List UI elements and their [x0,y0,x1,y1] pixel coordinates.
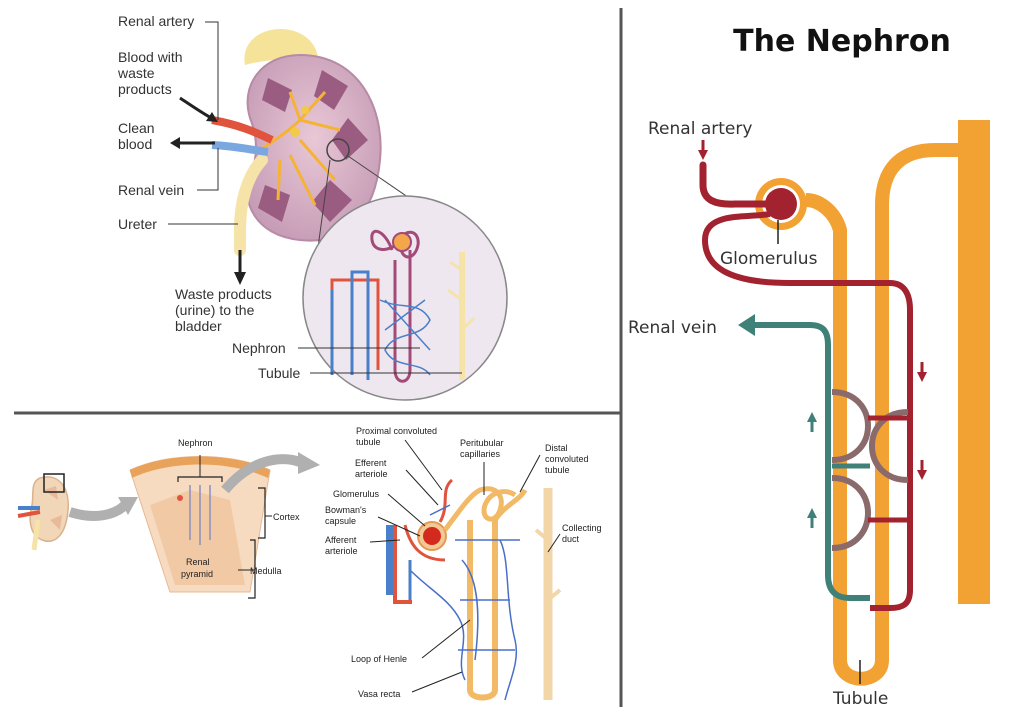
zoom-arrowhead-2 [298,452,320,474]
label-glomerulus-r: Glomerulus [720,249,818,269]
mini-glomerulus [177,495,183,501]
loop-of-henle [470,520,495,698]
label-efferent-1: Efferent [355,458,387,468]
label-glomerulus-bl: Glomerulus [333,489,380,499]
label-distal-2: convoluted [545,454,589,464]
label-collecting-2: duct [562,534,580,544]
calyx [301,106,309,114]
label-efferent-2: arteriole [355,469,388,479]
panel-nephron-schematic: The Nephron [628,24,990,707]
label-afferent-2: arteriole [325,546,358,556]
label-renal-vein-r: Renal vein [628,318,717,338]
leader-bowmans [378,517,420,536]
label-peritubular-2: capillaries [460,449,501,459]
leader-efferent [406,470,438,505]
leader-vasa [412,672,462,692]
label-pyramid: pyramid [181,569,213,579]
label-cortex: Cortex [273,512,300,522]
label-ureter: Ureter [118,216,157,232]
nephron-title: The Nephron [733,24,951,59]
label-bladder: bladder [175,318,222,334]
leader-proximal [405,440,442,490]
label-tubule-r: Tubule [832,689,888,707]
label-collecting-1: Collecting [562,523,602,533]
label-clean: Clean [118,120,155,136]
flow-down-arrowhead [917,470,927,480]
label-renal-vein: Renal vein [118,182,184,198]
label-waste: waste [117,65,155,81]
leader-distal [520,455,540,492]
label-vasa-recta: Vasa recta [358,689,400,699]
blood-out-arrowhead [170,137,180,149]
flow-up-arrowhead [807,508,817,518]
leader-renal-vein [197,148,218,190]
label-proximal-1: Proximal convoluted [356,426,437,436]
nephron-detail [390,480,560,700]
label-distal-3: tubule [545,465,570,475]
efferent-arteriole [440,480,452,522]
label-medulla: Medulla [250,566,282,576]
nephron-zoom-circle [303,196,507,400]
calyx [290,127,300,137]
renal-vein-arrowhead-r [738,314,755,336]
flow-up-arrowhead [807,412,817,422]
flow-down-arrowhead [917,372,927,382]
glomerulus-detail [423,527,441,545]
label-blood: blood [118,136,152,152]
label-urine: (urine) to the [175,302,255,318]
leader-renal-artery [205,22,218,120]
label-blood-with: Blood with [118,49,183,65]
label-bowmans-1: Bowman's [325,505,367,515]
label-renal-artery: Renal artery [118,13,194,29]
panel-kidney-overview: Renal artery Blood with waste products C… [117,13,507,400]
collecting-duct-bar [958,120,990,604]
leader-glomerulus [388,494,425,526]
label-afferent-1: Afferent [325,535,357,545]
zoom-arrow [70,505,125,516]
urine-arrowhead [234,272,246,285]
renal-vein-vessel-r [752,325,870,598]
label-tubule: Tubule [258,365,301,381]
label-peritubular-1: Peritubular [460,438,504,448]
label-nephron: Nephron [232,340,286,356]
label-renal: Renal [186,557,210,567]
glomerulus-small [393,233,411,251]
label-renal-artery-r: Renal artery [648,119,752,139]
label-bowmans-2: capsule [325,516,356,526]
label-loop-of-henle: Loop of Henle [351,654,407,664]
artery-flow-arrowhead [698,150,708,160]
panel-nephron-anatomy: Nephron Cortex Renal pyramid Medulla Pro… [18,426,602,700]
label-distal-1: Distal [545,443,568,453]
label-proximal-2: tubule [356,437,381,447]
label-products: products [118,81,172,97]
label-waste-products: Waste products [175,286,272,302]
label-nephron-bl: Nephron [178,438,213,448]
